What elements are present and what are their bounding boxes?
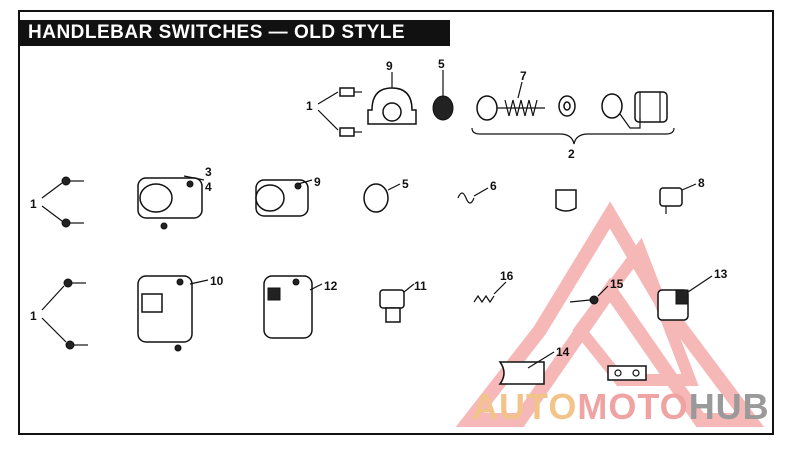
switch-housing-3-4 [137,175,205,230]
small-spring-part [457,187,489,204]
callout-2: 2 [568,147,575,161]
diagram-title: HANDLEBAR SWITCHES — OLD STYLE [20,20,450,46]
button-cap-part [363,183,401,213]
callout-6: 6 [490,179,497,193]
callout-10: 10 [210,274,224,288]
watermark-auto: AUTO [472,386,578,427]
watermark-text: AUTOMOTOHUB [472,386,770,428]
callout-1-top: 1 [306,99,313,113]
contact-clip-part [555,189,577,212]
cover-plate-part [367,72,417,125]
switch-housing-9 [255,179,313,217]
watermark-logo [455,201,764,427]
lower-housing-10 [137,275,209,352]
watermark-hub: HUB [688,386,770,427]
spring-part-16 [473,281,507,304]
callout-13: 13 [714,267,728,281]
spring-plunger-part [476,81,576,121]
callout-15: 15 [610,277,624,291]
callout-1-bottom: 1 [30,309,37,323]
callout-5-mid: 5 [402,177,409,191]
callout-8: 8 [698,176,705,190]
callout-12: 12 [324,279,338,293]
callout-9-mid: 9 [314,175,321,189]
bracket-part-13 [657,275,713,321]
button-part-11 [379,283,415,323]
callout-14: 14 [556,345,570,359]
callout-11: 11 [414,279,427,293]
plate-part-14 [498,351,647,385]
callout-3: 3 [205,165,212,179]
switch-contact-8 [659,183,697,214]
callout-7: 7 [520,69,527,83]
callout-1-mid: 1 [30,197,37,211]
lower-housing-12 [263,275,323,339]
screw-pair-row3 [41,278,88,350]
watermark-moto: MOTO [577,386,689,427]
screw-pair-row2 [41,176,84,228]
diagram-frame [18,10,774,435]
callout-5-top: 5 [438,57,445,71]
screw-part [317,87,362,137]
callout-9-top: 9 [386,59,393,73]
screw-part-15 [569,285,609,305]
cap-part [432,70,454,121]
switch-assembly-part [471,91,675,145]
callout-16: 16 [500,269,514,283]
callout-4: 4 [205,180,212,194]
